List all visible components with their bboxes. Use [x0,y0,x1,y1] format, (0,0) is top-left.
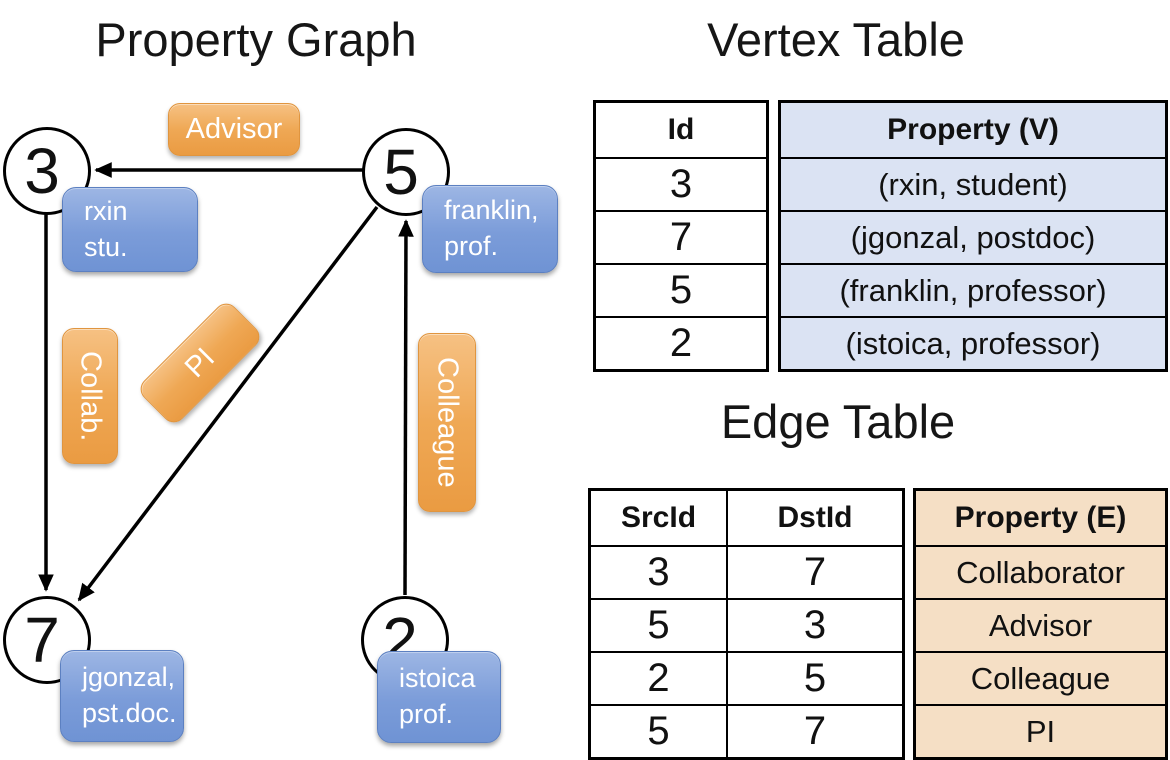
table-row: 3 [596,157,766,210]
edge-pi-arrow [77,205,379,602]
table-cell: 7 [669,215,693,259]
table-cell: (jgonzal, postdoc) [850,219,1096,255]
vertex-table-id-rows: 3 7 5 2 [596,157,766,369]
property-line: prof. [444,231,499,261]
table-cell: 2 [647,656,670,700]
property-line: franklin, [444,195,539,226]
property-line: jgonzal, [82,662,176,693]
property-line: pst.doc. [82,698,177,728]
vertex-node-5: 5 [362,128,450,216]
column-header-id: Id [667,113,695,146]
table-row: PI [916,704,1165,757]
vertex-table-property-column: Property (V) (rxin, student) (jgonzal, po… [778,100,1168,372]
table-cell: PI [1025,713,1056,749]
table-row: Advisor [916,598,1165,651]
edge-table-title: Edge Table [720,395,956,448]
table-cell: 5 [726,653,902,704]
property-line: stu. [84,231,128,262]
table-row: 2 [596,316,766,369]
column-header-srcid: SrcId [620,501,697,534]
table-row: (franklin, professor) [781,263,1165,316]
vertex-property-box-rxin: rxin stu. [62,187,198,272]
property-line: rxin [84,195,128,226]
property-line: prof. [399,699,454,729]
table-cell: 7 [726,706,902,757]
table-row: Collaborator [916,545,1165,598]
table-cell: 3 [669,162,693,206]
table-cell: 2 [669,321,693,365]
edge-label-colleague: Colleague [418,333,476,512]
edge-table-header: SrcId DstId [591,491,902,545]
vertex-property-box-istoica: istoica prof. [377,651,501,743]
vertex-property-box-jgonzal: jgonzal, pst.doc. [60,650,184,742]
column-header-dstid: DstId [726,491,902,545]
table-cell: (franklin, professor) [839,272,1107,308]
vertex-table-header: Id [596,103,766,157]
graph-edges-canvas [38,162,414,602]
edge-colleague-arrow [398,219,414,596]
table-row: 7 [596,210,766,263]
table-cell: 3 [647,550,670,594]
vertex-table-title: Vertex Table [707,13,965,66]
table-cell: 7 [726,547,902,598]
table-cell: 3 [726,600,902,651]
column-header-property-v: Property (V) [887,113,1059,146]
column-header-property-e: Property (E) [954,501,1127,534]
table-row: 5 [596,263,766,316]
table-row: (istoica, professor) [781,316,1165,369]
vertex-property-box-franklin: franklin, prof. [422,185,558,273]
table-cell: (rxin, student) [878,166,1068,202]
vertex-table-header: Property (V) [781,103,1165,157]
table-row: (jgonzal, postdoc) [781,210,1165,263]
vertex-table-property-rows: (rxin, student) (jgonzal, postdoc) (frankl… [781,157,1165,369]
table-cell: (istoica, professor) [845,325,1101,361]
table-cell: Collaborator [956,554,1125,590]
table-cell: 5 [647,709,670,753]
table-cell: Colleague [970,660,1111,696]
edge-label-collab: Collab. [62,328,118,464]
edge-table-header: Property (E) [916,491,1165,545]
table-row: Colleague [916,651,1165,704]
table-cell: Advisor [988,607,1093,643]
edge-label-advisor: Advisor [168,103,300,156]
table-cell: 5 [647,603,670,647]
property-graph-title: Property Graph [95,13,417,66]
vertex-table-id-column: Id 3 7 5 2 [593,100,769,372]
table-row: (rxin, student) [781,157,1165,210]
property-line: istoica [399,663,476,694]
table-cell: 5 [669,268,693,312]
